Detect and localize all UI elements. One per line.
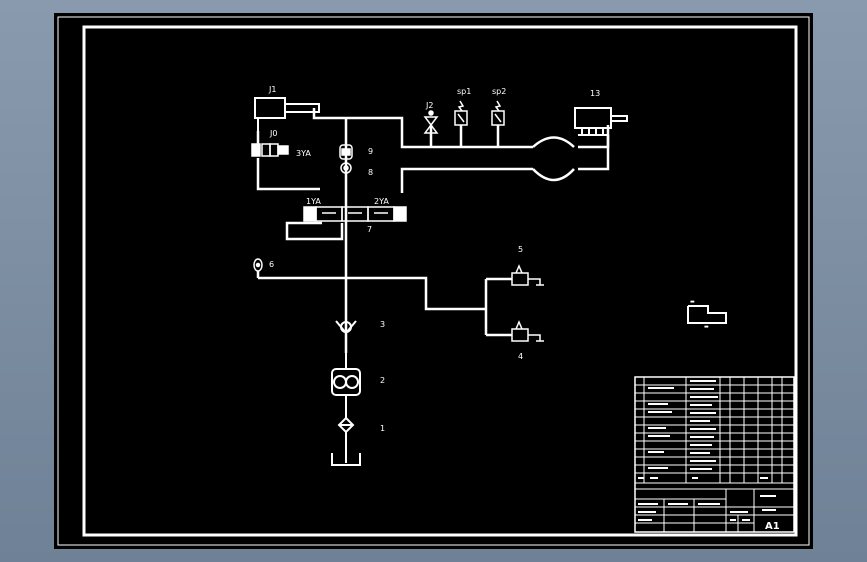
label-3ya: 3YA <box>296 149 311 158</box>
side-detail-label-top: ▬ <box>690 299 695 305</box>
side-detail <box>687 305 727 324</box>
inner-border <box>82 25 798 537</box>
label-7: 7 <box>367 225 372 234</box>
label-6: 6 <box>269 260 274 269</box>
title-block <box>634 376 795 533</box>
pump-2 <box>331 353 361 418</box>
label-5: 5 <box>518 245 523 254</box>
filter-1 <box>331 416 361 466</box>
label-sp1: sp1 <box>457 87 471 96</box>
label-1ya: 1YA <box>306 197 321 206</box>
label-2ya: 2YA <box>374 197 389 206</box>
side-detail-label-bottom: ▬ <box>704 324 709 330</box>
valve-j2 <box>423 110 439 134</box>
pressure-switch-sp1 <box>454 100 468 126</box>
directional-valve-7 <box>303 206 407 222</box>
accumulator-6 <box>253 258 263 272</box>
drawing-sheet: ▬ ▬ J1 J2 sp1 sp2 13 J0 3YA 9 8 1YA 2YA … <box>54 13 813 549</box>
cylinder-13 <box>574 107 628 136</box>
hydraulic-schematic: ▬ ▬ J1 J2 sp1 sp2 13 J0 3YA 9 8 1YA 2YA … <box>57 16 810 546</box>
relief-valve-4 <box>511 320 544 342</box>
label-sp2: sp2 <box>492 87 506 96</box>
label-13: 13 <box>590 89 600 98</box>
label-8: 8 <box>368 168 373 177</box>
label-1: 1 <box>380 424 385 433</box>
cylinder-j1 <box>254 97 320 131</box>
valve-j0 <box>251 143 289 157</box>
relief-valve-5 <box>511 264 544 286</box>
label-4: 4 <box>518 352 523 361</box>
label-2: 2 <box>380 376 385 385</box>
label-j1: J1 <box>268 85 276 94</box>
title-block-text <box>638 380 776 521</box>
pipe-lines <box>256 108 610 353</box>
label-9: 9 <box>368 147 373 156</box>
label-j0: J0 <box>269 129 277 138</box>
label-j2: J2 <box>425 101 433 110</box>
sheet-size: A1 <box>765 521 780 532</box>
valve-9 <box>339 144 353 160</box>
outer-border <box>57 16 810 546</box>
label-3: 3 <box>380 320 385 329</box>
check-valve-3 <box>335 320 357 335</box>
pressure-switch-sp2 <box>491 100 505 126</box>
valve-8 <box>340 162 352 174</box>
pipe-bends <box>532 136 575 182</box>
